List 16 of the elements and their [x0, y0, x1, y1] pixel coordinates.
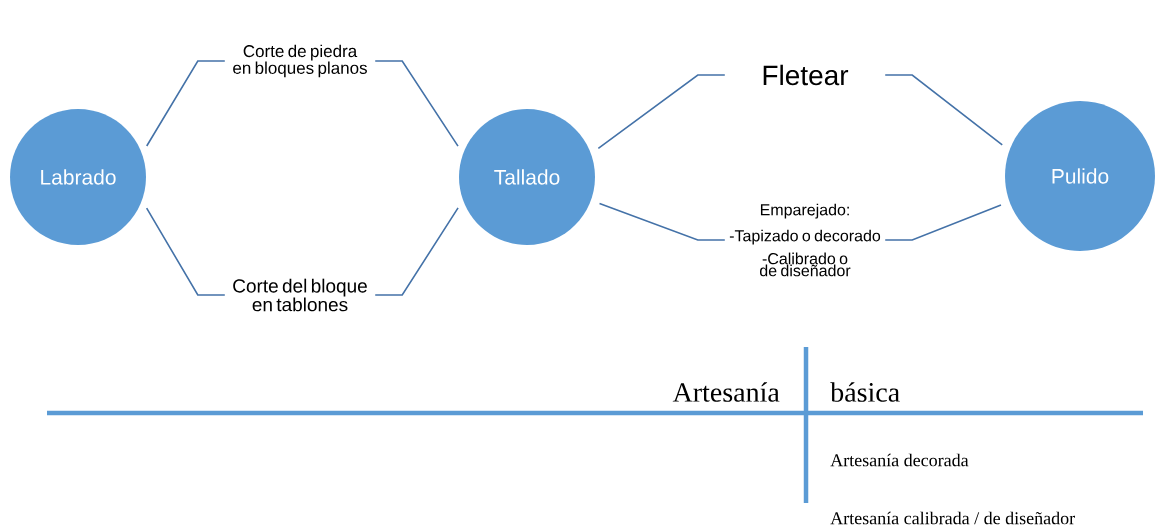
connector-line — [145, 60, 226, 147]
step-text: Corte de piedra en bloques planos — [233, 44, 367, 78]
connector-line — [374, 60, 459, 147]
step-text: Emparejado: -Tapizado o decorado -Calibrado o de diseñador — [729, 203, 881, 277]
axis-label: Artesanía calibrada / de diseñador — [830, 511, 1075, 525]
axis-label: Artesanía decorada — [830, 453, 969, 467]
connector-line — [884, 204, 1002, 241]
connector-line — [145, 207, 226, 296]
connector-line — [597, 74, 726, 150]
step-text: Fletear — [763, 64, 849, 86]
axis-label: básica — [830, 382, 900, 402]
connector-line — [598, 202, 726, 241]
axis-label: Artesanía — [672, 382, 780, 402]
step-text: Corte del bloque en tablones — [233, 278, 367, 312]
connector-line — [884, 74, 1004, 146]
connector-line — [374, 207, 459, 296]
